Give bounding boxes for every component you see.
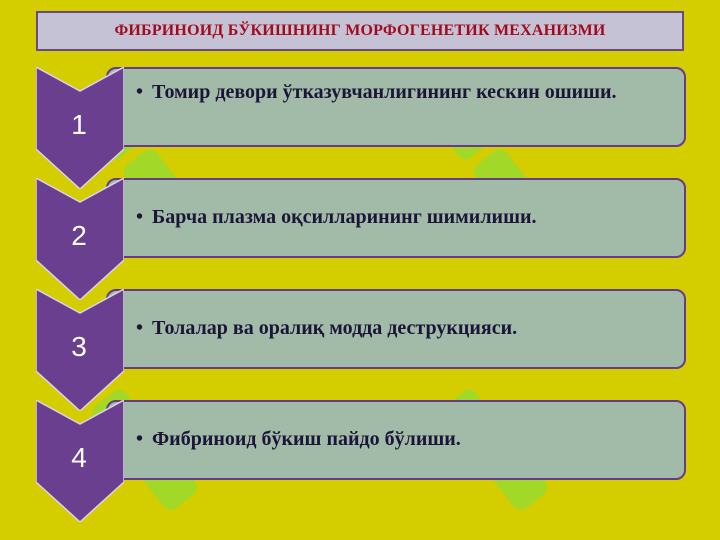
step-text: Томир девори ўтказувчанлигининг кескин о… xyxy=(152,81,617,103)
bullet-row: • Томир девори ўтказувчанлигининг кескин… xyxy=(136,81,664,104)
chevron-arrow-icon xyxy=(36,67,124,189)
title-box: ФИБРИНОИД БЎКИШНИНГ МОРФОГЕНЕТИК МЕХАНИЗ… xyxy=(36,11,684,51)
chevron-arrow-icon xyxy=(36,400,124,522)
step-1: • Томир девори ўтказувчанлигининг кескин… xyxy=(36,67,686,189)
step-text: Фибриноид бўкиш пайдо бўлиши. xyxy=(152,428,461,450)
page-title: ФИБРИНОИД БЎКИШНИНГ МОРФОГЕНЕТИК МЕХАНИЗ… xyxy=(114,22,606,39)
chevron-arrow-icon xyxy=(36,178,124,300)
step-number: 2 xyxy=(71,220,87,251)
step-4: • Фибриноид бўкиш пайдо бўлиши. 4 xyxy=(36,400,686,522)
bullet-icon: • xyxy=(136,428,144,450)
bullet-icon: • xyxy=(136,206,144,228)
step-2: • Барча плазма оқсилларининг шимилиши. 2 xyxy=(36,178,686,300)
step-number: 1 xyxy=(71,109,87,140)
bullet-icon: • xyxy=(136,317,144,339)
step-3: • Толалар ва оралиқ модда деструкцияси. … xyxy=(36,289,686,411)
step-card: • Толалар ва оралиқ модда деструкцияси. xyxy=(106,289,686,369)
step-number: 4 xyxy=(71,442,87,473)
bullet-row: • Фибриноид бўкиш пайдо бўлиши. xyxy=(136,428,664,451)
step-text: Барча плазма оқсилларининг шимилиши. xyxy=(152,206,537,228)
step-number: 3 xyxy=(71,331,87,362)
bullet-icon: • xyxy=(136,81,144,103)
step-card: • Барча плазма оқсилларининг шимилиши. xyxy=(106,178,686,258)
step-card: • Томир девори ўтказувчанлигининг кескин… xyxy=(106,67,686,147)
bullet-row: • Толалар ва оралиқ модда деструкцияси. xyxy=(136,317,664,340)
bullet-row: • Барча плазма оқсилларининг шимилиши. xyxy=(136,206,664,229)
chevron-arrow-icon xyxy=(36,289,124,411)
step-card: • Фибриноид бўкиш пайдо бўлиши. xyxy=(106,400,686,480)
step-text: Толалар ва оралиқ модда деструкцияси. xyxy=(152,317,518,339)
